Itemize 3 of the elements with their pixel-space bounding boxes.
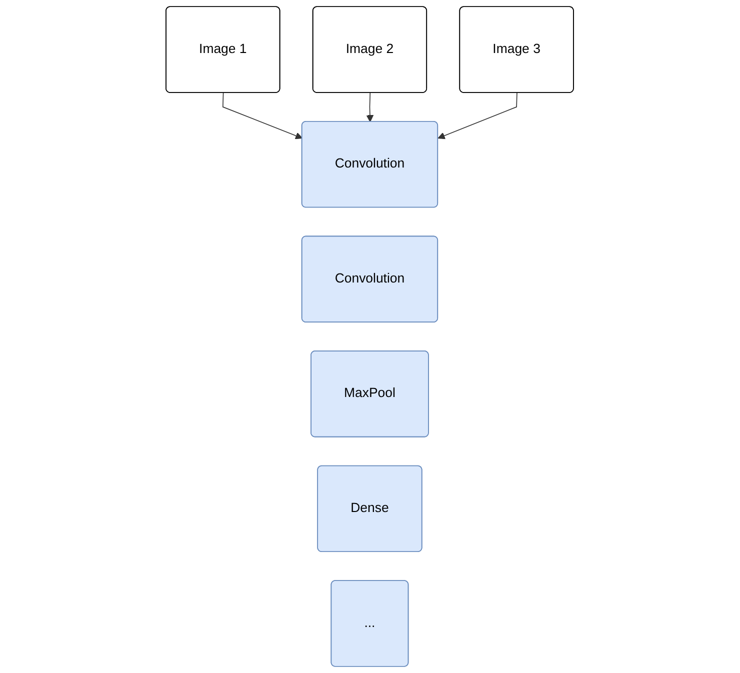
arrow [222, 92, 303, 140]
arrow [438, 92, 518, 140]
arrow [366, 92, 374, 122]
